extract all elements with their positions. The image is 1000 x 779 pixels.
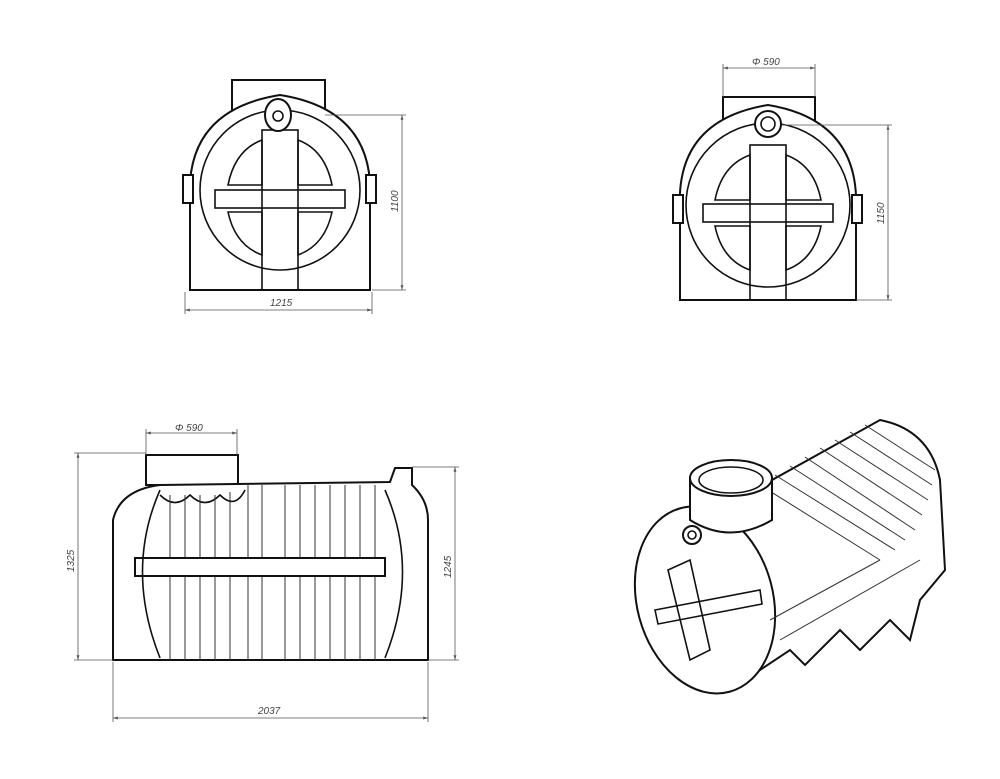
front-view-2: Φ 590 1150	[672, 57, 892, 301]
dim-height: 1150	[876, 202, 887, 224]
dim-neck: Φ 590	[175, 423, 203, 434]
dim-neck: Φ 590	[752, 57, 780, 68]
tank-body	[678, 103, 858, 301]
inlet-fitting	[754, 110, 782, 138]
inlet-fitting	[264, 98, 292, 132]
neck	[145, 454, 239, 486]
dim-height-body: 1245	[443, 555, 454, 578]
side-view: Φ 590 1325 1245 2037	[66, 423, 459, 722]
front-view-1: 1215 1100	[182, 79, 406, 314]
dim-length: 2037	[257, 706, 281, 717]
dim-width: 1215	[270, 298, 293, 309]
tank-body	[188, 93, 372, 291]
dim-height: 1100	[390, 190, 401, 212]
dim-height-total: 1325	[66, 549, 77, 572]
isometric-view	[633, 418, 947, 695]
